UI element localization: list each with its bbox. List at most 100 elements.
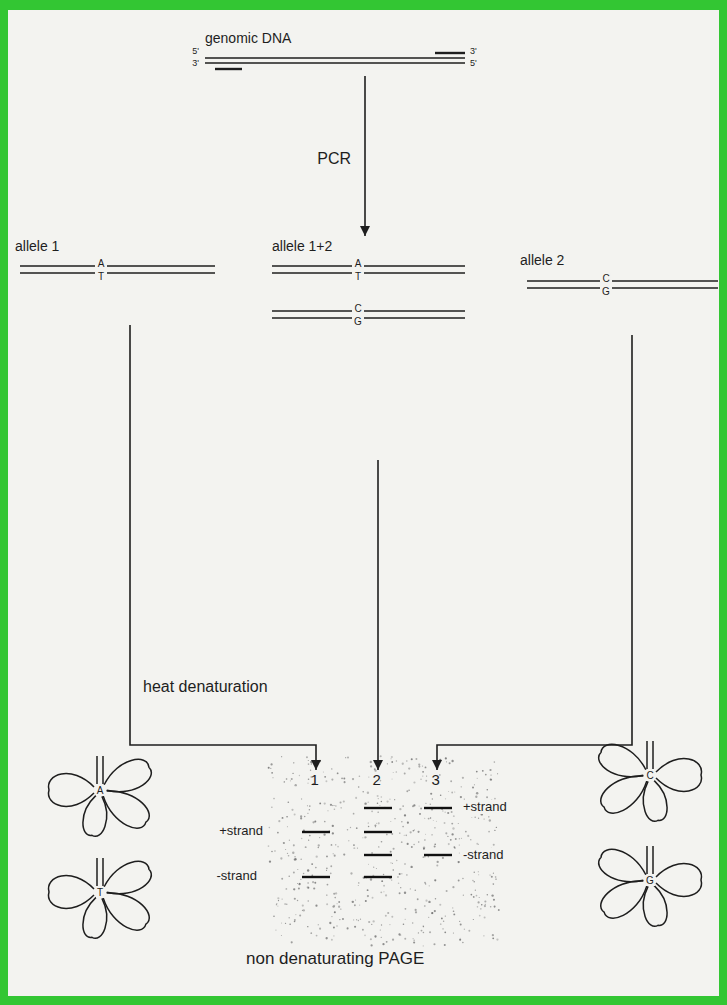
gel-speckle bbox=[404, 892, 406, 894]
dna-strand bbox=[612, 280, 718, 282]
gel-speckle bbox=[354, 904, 356, 906]
gel-speckle bbox=[407, 843, 409, 845]
gel-speckle bbox=[447, 812, 449, 814]
gel-speckle bbox=[430, 817, 431, 818]
gel-speckle bbox=[391, 756, 393, 758]
gel-speckle bbox=[417, 831, 419, 833]
gel-speckle bbox=[398, 933, 400, 935]
gel-speckle bbox=[377, 803, 379, 805]
gel-speckle bbox=[405, 919, 406, 920]
gel-speckle bbox=[268, 845, 270, 847]
gel-speckle bbox=[286, 816, 288, 818]
gel-speckle bbox=[390, 821, 391, 822]
gel-speckle bbox=[271, 807, 272, 808]
gel-speckle bbox=[394, 818, 395, 819]
gel-speckle bbox=[285, 849, 286, 850]
gel-speckle bbox=[326, 894, 327, 895]
page-ground bbox=[8, 10, 719, 996]
gel-speckle bbox=[423, 932, 425, 934]
gel-speckle bbox=[318, 844, 320, 846]
gel-speckle bbox=[404, 814, 406, 816]
gel-speckle bbox=[452, 827, 454, 829]
gel-speckle bbox=[489, 819, 491, 821]
gel-speckle bbox=[440, 923, 442, 925]
stage-label: allele 1 bbox=[12, 236, 222, 325]
gel-speckle bbox=[335, 892, 337, 894]
gel-speckle bbox=[497, 773, 498, 774]
flow-arrow bbox=[437, 335, 632, 770]
gel-speckle bbox=[358, 920, 359, 921]
gel-speckle bbox=[352, 901, 354, 903]
gel-speckle bbox=[319, 803, 321, 805]
gel-speckle bbox=[445, 798, 446, 799]
base-letter: T bbox=[354, 271, 362, 282]
step-text: heat denaturation bbox=[142, 678, 269, 696]
gel-speckle bbox=[479, 915, 481, 917]
gel-speckle bbox=[473, 881, 475, 883]
gel-speckle bbox=[274, 850, 276, 852]
folded-strand bbox=[599, 849, 646, 881]
gel-speckle bbox=[301, 838, 303, 840]
gel-speckle bbox=[439, 759, 441, 761]
gel-speckle bbox=[486, 796, 488, 798]
gel-speckle bbox=[479, 897, 480, 898]
gel-speckle bbox=[475, 796, 477, 798]
gel-speckle bbox=[432, 798, 433, 799]
folded-strand bbox=[102, 858, 104, 886]
gel-speckle bbox=[478, 818, 479, 819]
gel-speckle bbox=[275, 930, 276, 931]
gel-speckle bbox=[368, 776, 369, 777]
gel-speckle bbox=[367, 792, 369, 794]
gel-speckle bbox=[333, 905, 335, 907]
gel-speckle bbox=[392, 939, 394, 941]
gel-speckle bbox=[385, 894, 387, 896]
gel-speckle bbox=[377, 795, 379, 797]
strand-label: +strand bbox=[218, 824, 264, 838]
gel-speckle bbox=[334, 805, 335, 806]
gel-speckle bbox=[411, 846, 413, 848]
gel-speckle bbox=[308, 760, 309, 761]
gel-speckle bbox=[294, 898, 296, 900]
gel-speckle bbox=[376, 823, 377, 824]
base-letter: G bbox=[601, 286, 611, 297]
node-text: genomic DNA bbox=[205, 30, 291, 46]
gel-speckle bbox=[483, 935, 484, 936]
gel-speckle bbox=[307, 882, 309, 884]
gel-speckle bbox=[445, 832, 447, 834]
folded-strand bbox=[83, 795, 107, 836]
gel-speckle bbox=[348, 840, 349, 841]
gel-speckle bbox=[359, 776, 361, 778]
gel-speckle bbox=[414, 829, 415, 830]
gel-speckle bbox=[492, 934, 494, 936]
gel-speckle bbox=[332, 825, 334, 827]
gel-speckle bbox=[331, 939, 333, 941]
gel-speckle bbox=[353, 844, 355, 846]
gel-speckle bbox=[339, 802, 341, 804]
folded-strand bbox=[652, 741, 654, 769]
gel-speckle bbox=[353, 847, 355, 849]
gel-speckle bbox=[386, 941, 388, 943]
gel-speckle bbox=[441, 918, 443, 920]
gel-speckle bbox=[307, 926, 308, 927]
gel-speckle bbox=[371, 852, 373, 854]
lane-number: 3 bbox=[428, 770, 447, 792]
gel-speckle bbox=[425, 767, 427, 769]
gel-speckle bbox=[345, 757, 346, 758]
flow-arrow bbox=[364, 76, 366, 236]
gel-speckle bbox=[338, 901, 340, 903]
gel-speckle bbox=[390, 851, 392, 853]
gel-speckle bbox=[333, 893, 335, 895]
gel-speckle bbox=[390, 862, 391, 863]
gel-speckle bbox=[410, 888, 411, 889]
gel-speckle bbox=[473, 896, 475, 898]
gel-speckle bbox=[433, 943, 435, 945]
gel-speckle bbox=[358, 885, 359, 886]
gel-speckle bbox=[331, 779, 333, 781]
gel-speckle bbox=[459, 939, 461, 941]
gel-speckle bbox=[378, 822, 380, 824]
gel-speckle bbox=[344, 781, 346, 783]
gel-speckle bbox=[294, 814, 296, 816]
gel-speckle bbox=[366, 837, 367, 838]
gel-speckle bbox=[326, 867, 328, 869]
gel-speckle bbox=[358, 786, 360, 788]
